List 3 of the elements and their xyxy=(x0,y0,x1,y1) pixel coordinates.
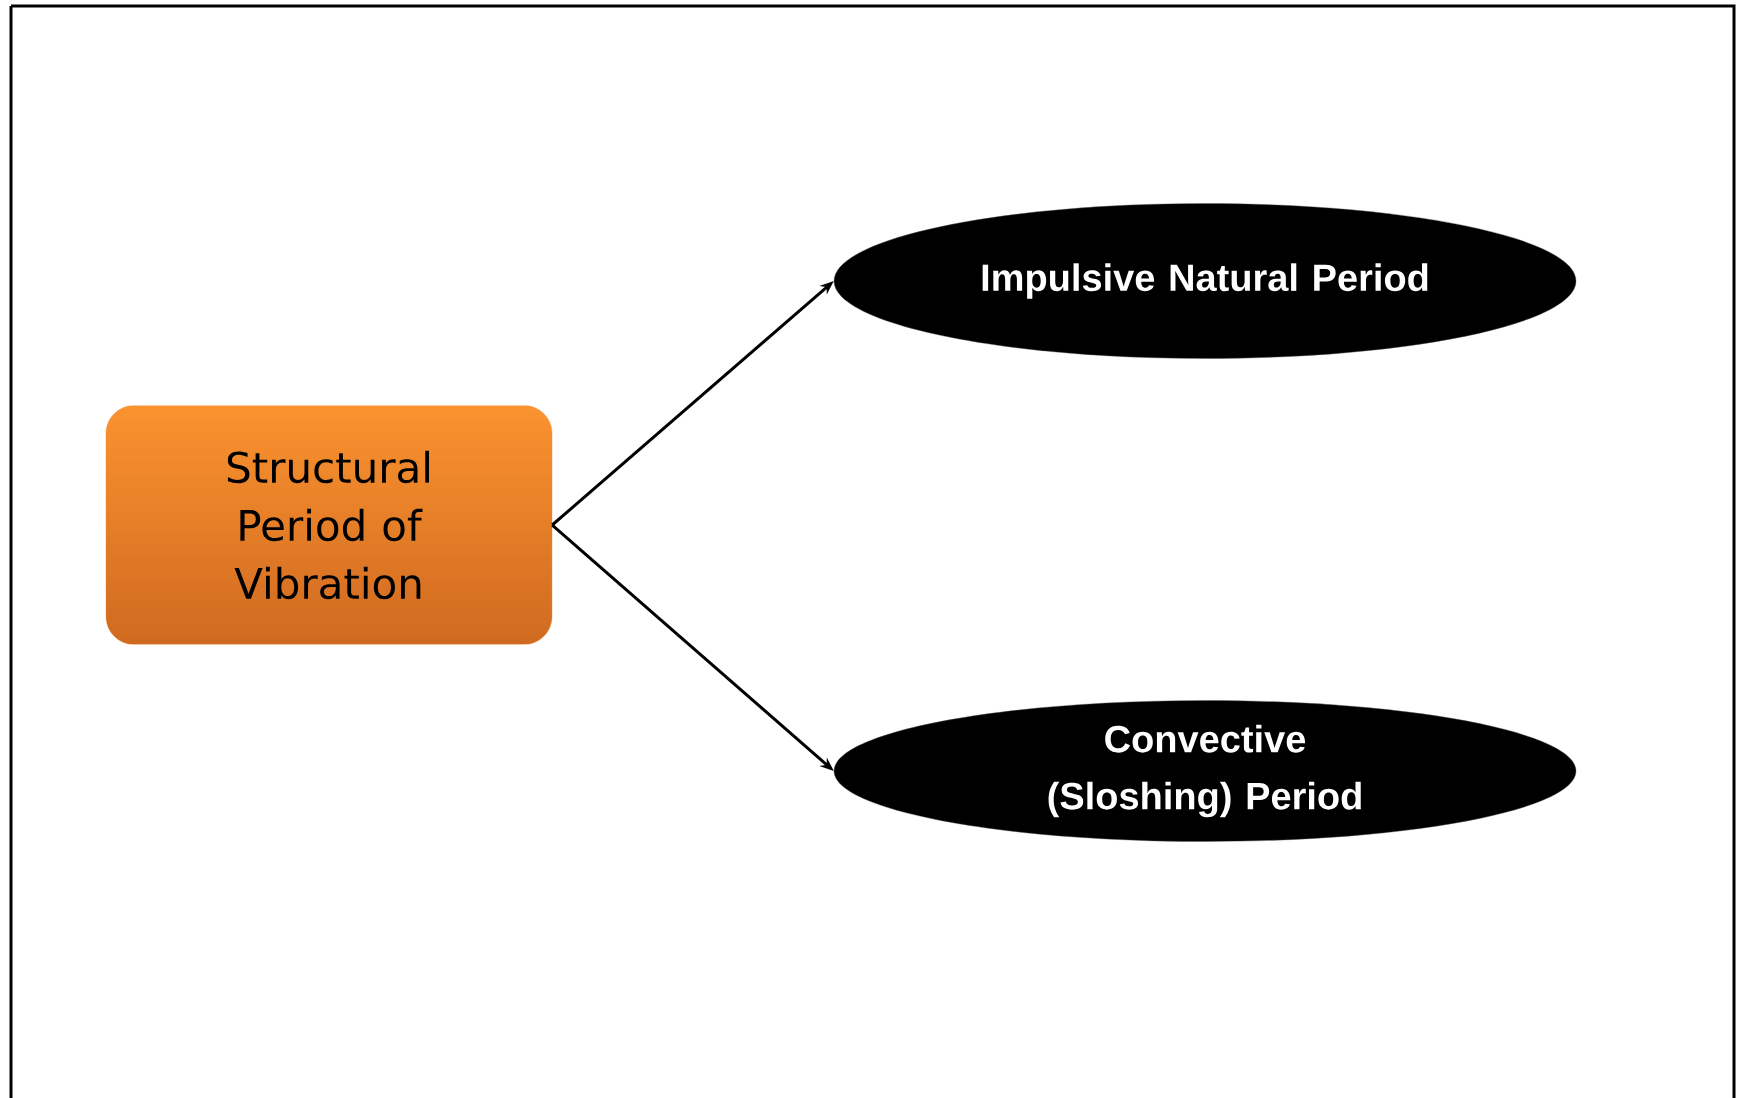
process-box: Structural Period of Vibration xyxy=(105,405,553,645)
ellipse-node: Impulsive Natural Period xyxy=(833,203,1577,359)
ellipse-node: Convective (Sloshing) Period xyxy=(833,700,1577,842)
